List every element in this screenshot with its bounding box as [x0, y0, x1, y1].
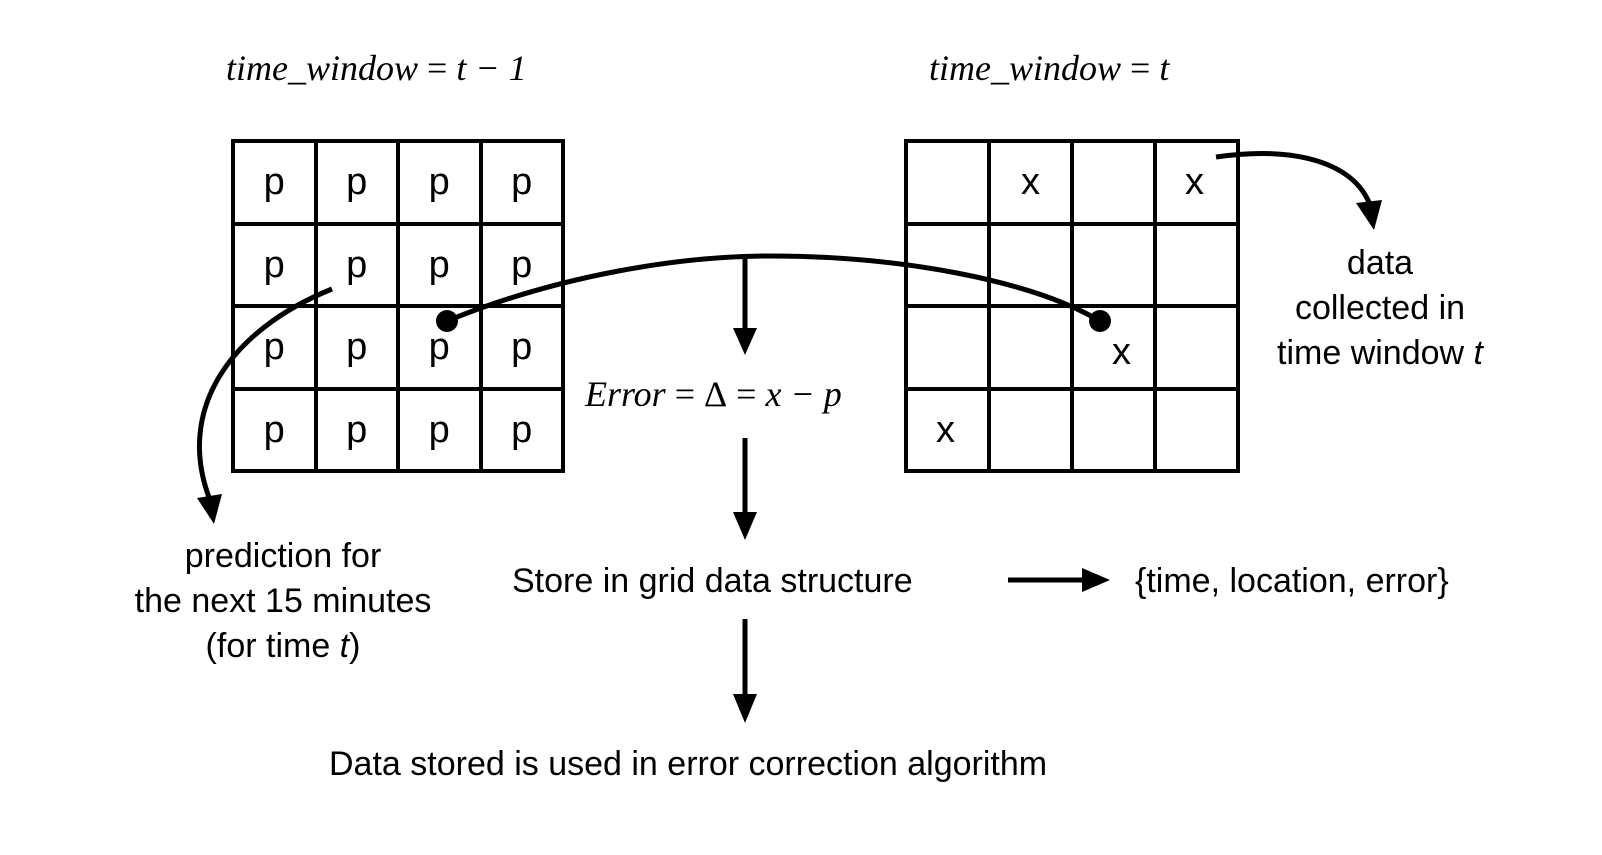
prediction-label-line2: the next 15 minutes [134, 582, 432, 620]
error-rhs: x − p [765, 374, 842, 414]
prediction-grid-cell-r4-c3: p [398, 388, 481, 471]
prediction-grid-cell-r1-c1: p [233, 141, 316, 224]
left-title-value: t − 1 [456, 48, 527, 88]
prediction-label-line3-var: t [339, 627, 350, 665]
error-eq1: = [674, 374, 695, 414]
right-title-eq: = [1130, 48, 1151, 88]
error-eq2: = [736, 374, 757, 414]
prediction-grid-cell-r2-c4: p [480, 223, 563, 306]
prediction-grid-cell-r2-c1: p [233, 223, 316, 306]
collected-data-grid-cell-r1-c4: x [1155, 141, 1238, 224]
error-formula: Error = Δ = x − p [585, 376, 842, 412]
prediction-grid-cell-r4-c2: p [315, 388, 398, 471]
left-title-eq: = [427, 48, 448, 88]
left-title-var: time_window [226, 48, 419, 88]
formula-to-store-arrow-head [733, 512, 757, 540]
collected-data-grid-cell-r4-c3 [1072, 388, 1155, 471]
collected-data-grid-cell-r2-c1 [906, 223, 989, 306]
right-title-value: t [1159, 48, 1170, 88]
prediction-grid-cell-r2-c2: p [315, 223, 398, 306]
data-collected-label: data collected in time window t [1240, 241, 1520, 376]
collected-data-grid-cell-r3-c1 [906, 306, 989, 389]
prediction-grid-cell-r3-c2: p [315, 306, 398, 389]
store-to-bottom-arrow-head [733, 694, 757, 723]
prediction-grid-cell-r3-c3: p [398, 306, 481, 389]
collected-data-grid-cell-r4-c2 [989, 388, 1072, 471]
prediction-curve-arrow-head [197, 494, 222, 524]
prediction-grid-cell-r1-c2: p [315, 141, 398, 224]
data-curve-arrow-head [1356, 200, 1382, 230]
collected-data-grid-cell-r1-c2: x [989, 141, 1072, 224]
collected-data-grid-cell-r4-c4 [1155, 388, 1238, 471]
prediction-grid-cell-r2-c3: p [398, 223, 481, 306]
store-label: Store in grid data structure [512, 562, 913, 600]
prediction-label-line3-suffix: ) [349, 627, 361, 665]
curve-to-formula-arrow-head [733, 328, 757, 355]
data-label-line3-var: t [1473, 334, 1483, 372]
prediction-grid-cell-r4-c1: p [233, 388, 316, 471]
data-label-line3-prefix: time window [1277, 334, 1474, 372]
collected-data-grid-cell-r1-c3 [1072, 141, 1155, 224]
collected-data-grid-cell-r1-c1 [906, 141, 989, 224]
error-lhs: Error [585, 374, 666, 414]
prediction-grid-cell-r3-c4: p [480, 306, 563, 389]
collected-data-grid-cell-r3-c4 [1155, 306, 1238, 389]
prediction-grid-cell-r4-c4: p [480, 388, 563, 471]
error-delta: Δ [704, 374, 728, 414]
prediction-grid-cell-r1-c3: p [398, 141, 481, 224]
collected-data-grid-cell-r3-c2 [989, 306, 1072, 389]
prediction-grid-cell-r1-c4: p [480, 141, 563, 224]
collected-data-grid-cell-r3-c3: x [1072, 306, 1155, 389]
left-grid-title: time_window = t − 1 [226, 50, 527, 86]
collected-data-grid-cell-r2-c4 [1155, 223, 1238, 306]
data-label-line2: collected in [1294, 289, 1466, 327]
prediction-label-line3-prefix: (for time [205, 627, 340, 665]
store-to-tuple-arrow-head [1082, 568, 1110, 592]
bottom-label: Data stored is used in error correction … [329, 745, 1048, 783]
right-title-var: time_window [929, 48, 1122, 88]
tuple-label: {time, location, error} [1135, 562, 1449, 600]
data-label-line3: time window t [1240, 331, 1520, 376]
collected-data-grid-cell-r2-c3 [1072, 223, 1155, 306]
right-grid-title: time_window = t [929, 50, 1169, 86]
prediction-label: prediction for the next 15 minutes (for … [108, 534, 458, 669]
collected-data-grid-cell-r2-c2 [989, 223, 1072, 306]
prediction-grid-cell-r3-c1: p [233, 306, 316, 389]
data-label-line1: data [1346, 244, 1414, 282]
prediction-label-line1: prediction for [184, 537, 382, 575]
prediction-label-line3: (for time t) [108, 624, 458, 669]
collected-data-grid-cell-r4-c1: x [906, 388, 989, 471]
